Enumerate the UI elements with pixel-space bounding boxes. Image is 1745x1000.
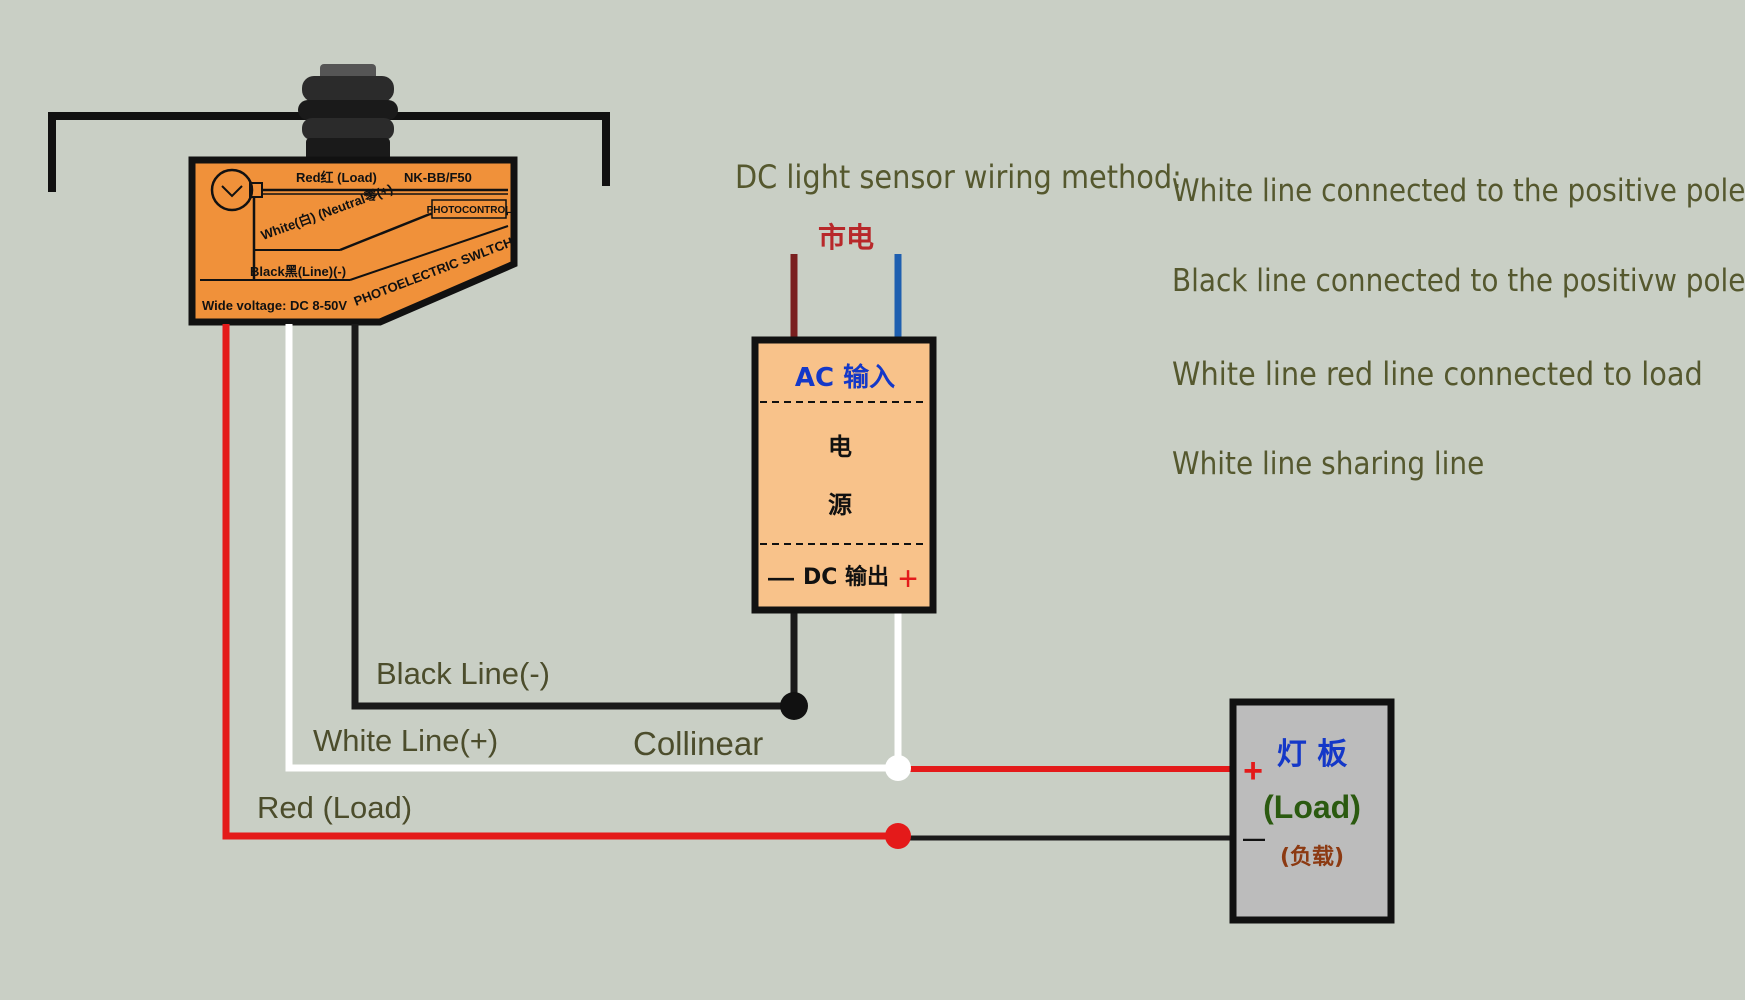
black-junction-dot (780, 692, 808, 720)
black-line-wire (351, 324, 794, 710)
psu-char-1: 电 (828, 433, 852, 461)
load-plus-label: + (1243, 752, 1263, 790)
red-terminal-label: Red红 (Load) (296, 170, 377, 185)
note-3: White line red line connected to load (1172, 355, 1703, 393)
dc-plus-label: + (898, 560, 918, 598)
collinear-label: Collinear (633, 725, 763, 762)
load-minus-label: — (1243, 826, 1265, 851)
red-load-wire (222, 324, 898, 840)
note-4: White line sharing line (1172, 446, 1484, 482)
psu-char-2: 源 (828, 491, 852, 519)
dc-output-label: DC 输出 (803, 564, 889, 590)
diagram-title: DC light sensor wiring method: (735, 158, 1182, 196)
load-sub-label: (负载) (1280, 844, 1344, 870)
voltage-label: Wide voltage: DC 8-50V (202, 298, 347, 313)
bulb-icon (210, 168, 254, 212)
load-title: 灯 板 (1277, 737, 1347, 772)
photocontrol-label: PHOTOCONTROL (427, 205, 512, 216)
red-load-label: Red (Load) (257, 790, 412, 825)
white-line-wire (285, 324, 898, 772)
white-line-label: White Line(+) (313, 723, 498, 758)
model-label: NK-BB/F50 (404, 170, 472, 185)
black-terminal-label: Black黑(Line)(-) (250, 264, 346, 279)
red-junction-dot (885, 823, 911, 849)
mains-label: 市电 (818, 221, 874, 254)
sensor-lens-cap (298, 64, 398, 162)
load-label: (Load) (1263, 789, 1361, 825)
note-1: White line connected to the positive pol… (1172, 173, 1745, 209)
load-panel: 灯 板 (Load) (负载) + — (1229, 698, 1395, 924)
wires (222, 254, 1240, 841)
power-supply: AC 输入 电 源 — DC 输出 + (751, 336, 937, 614)
black-line-label: Black Line(-) (376, 656, 550, 691)
white-junction-dot (885, 755, 911, 781)
ac-input-label: AC 输入 (795, 362, 895, 393)
dc-minus-label: — (768, 562, 794, 592)
note-2: Black line connected to the positivw pol… (1172, 263, 1745, 299)
photoelectric-switch: PHOTOCONTROL Red红 (Load) NK-BB/F50 White… (188, 156, 518, 326)
